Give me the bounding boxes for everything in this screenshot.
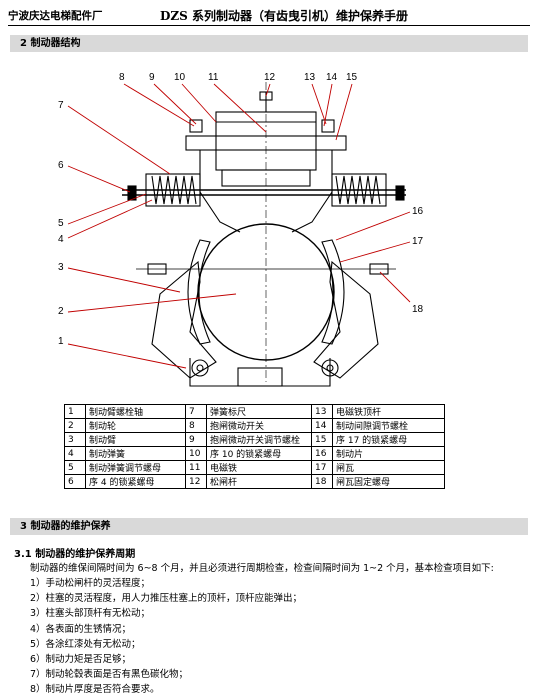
right-brake-shoe (321, 239, 345, 345)
part-number: 6 (64, 474, 86, 489)
callout-14: 14 (326, 72, 338, 83)
left-pivot-bolt (191, 359, 209, 377)
callout-2: 2 (58, 306, 64, 317)
header-title: DZS 系列制动器（有齿曳引机）维护保养手册 (160, 9, 409, 23)
section-3-1-heading: 3.1 制动器的维护保养周期 (14, 549, 136, 560)
callout-6: 6 (58, 160, 64, 171)
part-number: 5 (64, 460, 86, 475)
list-item: 5）各涂红漆处有无松动； (30, 638, 141, 650)
part-number: 15 (311, 432, 333, 447)
part-label: 制动片 (332, 446, 445, 461)
callout-15: 15 (346, 72, 358, 83)
part-number: 7 (185, 404, 207, 419)
part-label: 序 10 的锁紧螺母 (206, 446, 312, 461)
part-label: 松闸杆 (206, 474, 312, 489)
callout-1: 1 (58, 336, 64, 347)
callout-4: 4 (58, 234, 64, 245)
part-number: 14 (311, 418, 333, 433)
part-number: 8 (185, 418, 207, 433)
part-label: 电磁铁顶杆 (332, 404, 445, 419)
part-label: 序 17 的锁紧螺母 (332, 432, 445, 447)
part-number: 9 (185, 432, 207, 447)
base-foot (237, 367, 283, 387)
callout-7: 7 (58, 100, 64, 111)
list-item: 3）柱塞头部顶杆有无松动； (30, 608, 151, 620)
part-number: 3 (64, 432, 86, 447)
list-item: 1）手动松闸杆的灵活程度； (30, 578, 151, 589)
part-number: 1 (64, 404, 86, 419)
part-number: 10 (185, 446, 207, 461)
callout-9: 9 (149, 72, 155, 83)
part-number: 13 (311, 404, 333, 419)
part-label: 闸瓦固定螺母 (332, 474, 445, 489)
callout-16: 16 (412, 206, 424, 217)
callout-3: 3 (58, 262, 64, 273)
micro-switch (189, 119, 203, 133)
callout-12: 12 (264, 72, 276, 83)
part-label: 制动臂 (85, 432, 186, 447)
part-label: 闸瓦 (332, 460, 445, 475)
part-label: 制动轮 (85, 418, 186, 433)
part-number: 16 (311, 446, 333, 461)
part-number: 18 (311, 474, 333, 489)
callout-17: 17 (412, 236, 424, 247)
callout-10: 10 (174, 72, 186, 83)
part-label: 抱闸微动开关调节螺栓 (206, 432, 312, 447)
callout-8: 8 (119, 72, 125, 83)
part-number: 17 (311, 460, 333, 475)
left-brake-shoe (187, 239, 211, 345)
part-label: 抱闸微动开关 (206, 418, 312, 433)
callout-18: 18 (412, 304, 424, 315)
right-brake-arm (313, 260, 379, 379)
list-item: 7）制动轮毂表面是否有黑色碳化物； (30, 669, 189, 681)
inspection-list: 1）手动松闸杆的灵活程度； 2）柱塞的灵活程度，用人力推压柱塞上的顶杆，顶杆应能弹… (30, 576, 302, 698)
right-pivot-bolt (321, 359, 339, 377)
part-number: 4 (64, 446, 86, 461)
part-label: 弹簧标尺 (206, 404, 312, 419)
list-item: 2）柱塞的灵活程度，用人力推压柱塞上的顶杆，顶杆应能弹出； (30, 593, 303, 605)
brake-base (189, 358, 331, 387)
part-number: 12 (185, 474, 207, 489)
section-2-heading: 2 制动器结构 (10, 35, 528, 52)
list-item: 6）制动力矩是否足够； (30, 653, 132, 665)
section-3-heading: 3 制动器的维护保养 (10, 518, 528, 535)
left-brake-arm (151, 260, 217, 379)
part-label: 序 4 的锁紧螺母 (85, 474, 186, 489)
brake-structure-diagram: 1 2 3 4 5 6 7 8 9 10 11 12 13 14 15 16 1… (58, 72, 424, 387)
callout-11: 11 (208, 72, 219, 83)
part-label: 制动弹簧调节螺母 (85, 460, 186, 475)
callout-13: 13 (304, 72, 316, 83)
header-rule (8, 25, 530, 26)
part-label: 制动弹簧 (85, 446, 186, 461)
list-item: 8）制动片厚度是否符合要求。 (30, 684, 160, 696)
list-item: 4）各表面的生锈情况； (30, 623, 132, 635)
part-label: 制动间隙调节螺栓 (332, 418, 445, 433)
header-company: 宁波庆达电梯配件厂 (8, 10, 103, 22)
part-number: 11 (185, 460, 207, 475)
callout-5: 5 (58, 218, 64, 229)
part-label: 电磁铁 (206, 460, 312, 475)
maintenance-intro: 制动器的维保间隔时间为 6~8 个月，并且必须进行周期检查，检查间隔时间为 1~… (30, 563, 494, 574)
part-label: 制动臂螺栓轴 (85, 404, 186, 419)
left-spring-housing (145, 173, 201, 207)
part-number: 2 (64, 418, 86, 433)
